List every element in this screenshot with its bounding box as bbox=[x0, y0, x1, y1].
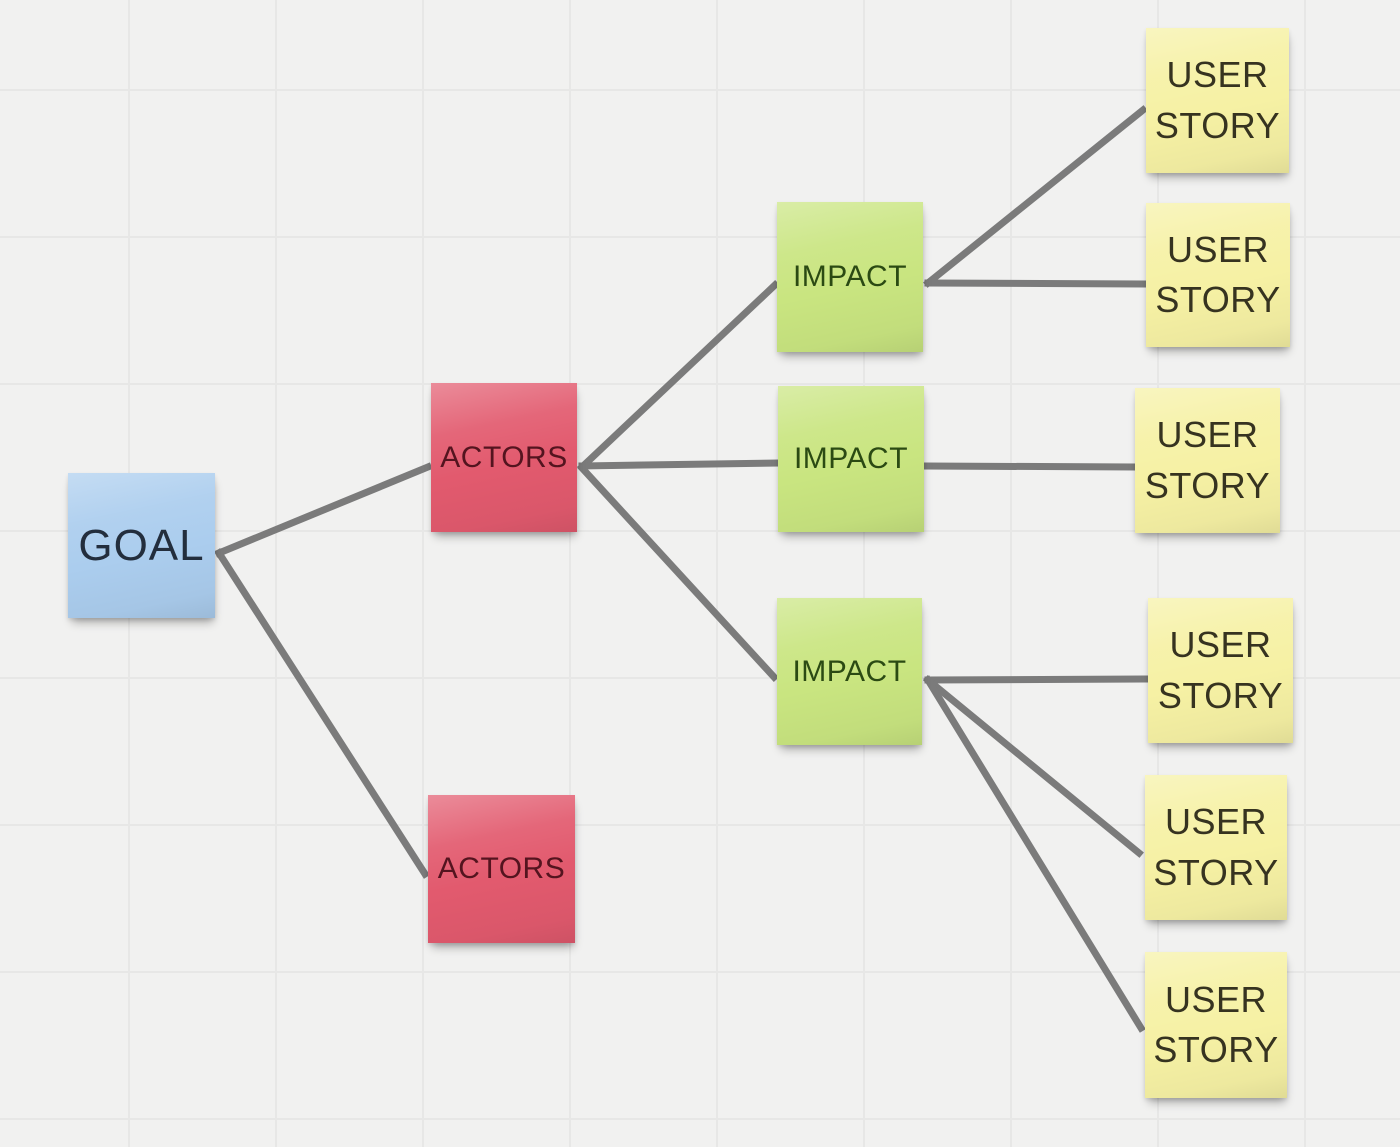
note-actors-1[interactable]: ACTORS bbox=[431, 383, 577, 532]
note-impact-2-label: IMPACT bbox=[793, 442, 909, 475]
note-actors-1-label: ACTORS bbox=[440, 440, 568, 474]
note-impact-2[interactable]: IMPACT bbox=[778, 386, 924, 532]
connector-impact-3-user-story-5[interactable] bbox=[923, 675, 1144, 858]
note-user-story-5-label: USER STORY bbox=[1153, 801, 1279, 893]
connector-actors-1-impact-1[interactable] bbox=[577, 280, 780, 472]
note-user-story-2-label: USER STORY bbox=[1155, 228, 1281, 320]
note-goal[interactable]: GOAL bbox=[68, 473, 215, 618]
note-actors-2-label: ACTORS bbox=[437, 852, 566, 885]
connector-impact-1-user-story-2[interactable] bbox=[924, 279, 1147, 288]
note-user-story-4-label: USER STORY bbox=[1157, 624, 1284, 716]
connector-actors-1-impact-2[interactable] bbox=[578, 459, 780, 470]
note-user-story-6-label: USER STORY bbox=[1153, 978, 1279, 1070]
note-impact-1[interactable]: IMPACT bbox=[777, 202, 923, 352]
connector-impact-1-user-story-1[interactable] bbox=[923, 105, 1148, 288]
note-user-story-3[interactable]: USER STORY bbox=[1135, 388, 1280, 533]
note-impact-1-label: IMPACT bbox=[792, 260, 908, 293]
note-user-story-2[interactable]: USER STORY bbox=[1146, 203, 1290, 347]
note-user-story-4[interactable]: USER STORY bbox=[1148, 598, 1293, 743]
connector-goal-actors-1[interactable] bbox=[214, 462, 433, 558]
note-user-story-5[interactable]: USER STORY bbox=[1145, 775, 1287, 920]
connector-impact-2-user-story-3[interactable] bbox=[923, 462, 1136, 471]
note-user-story-1-label: USER STORY bbox=[1154, 54, 1281, 146]
note-user-story-3-label: USER STORY bbox=[1144, 414, 1271, 506]
note-impact-3-label: IMPACT bbox=[792, 654, 907, 688]
note-goal-label: GOAL bbox=[78, 520, 205, 570]
note-actors-2[interactable]: ACTORS bbox=[428, 795, 575, 943]
connector-actors-1-impact-3[interactable] bbox=[577, 463, 779, 682]
connector-goal-actors-2[interactable] bbox=[214, 548, 430, 879]
connector-impact-3-user-story-6[interactable] bbox=[923, 675, 1146, 1033]
connector-impact-3-user-story-4[interactable] bbox=[924, 675, 1149, 684]
note-impact-3[interactable]: IMPACT bbox=[777, 598, 922, 745]
note-user-story-1[interactable]: USER STORY bbox=[1146, 28, 1289, 173]
note-user-story-6[interactable]: USER STORY bbox=[1145, 952, 1287, 1098]
